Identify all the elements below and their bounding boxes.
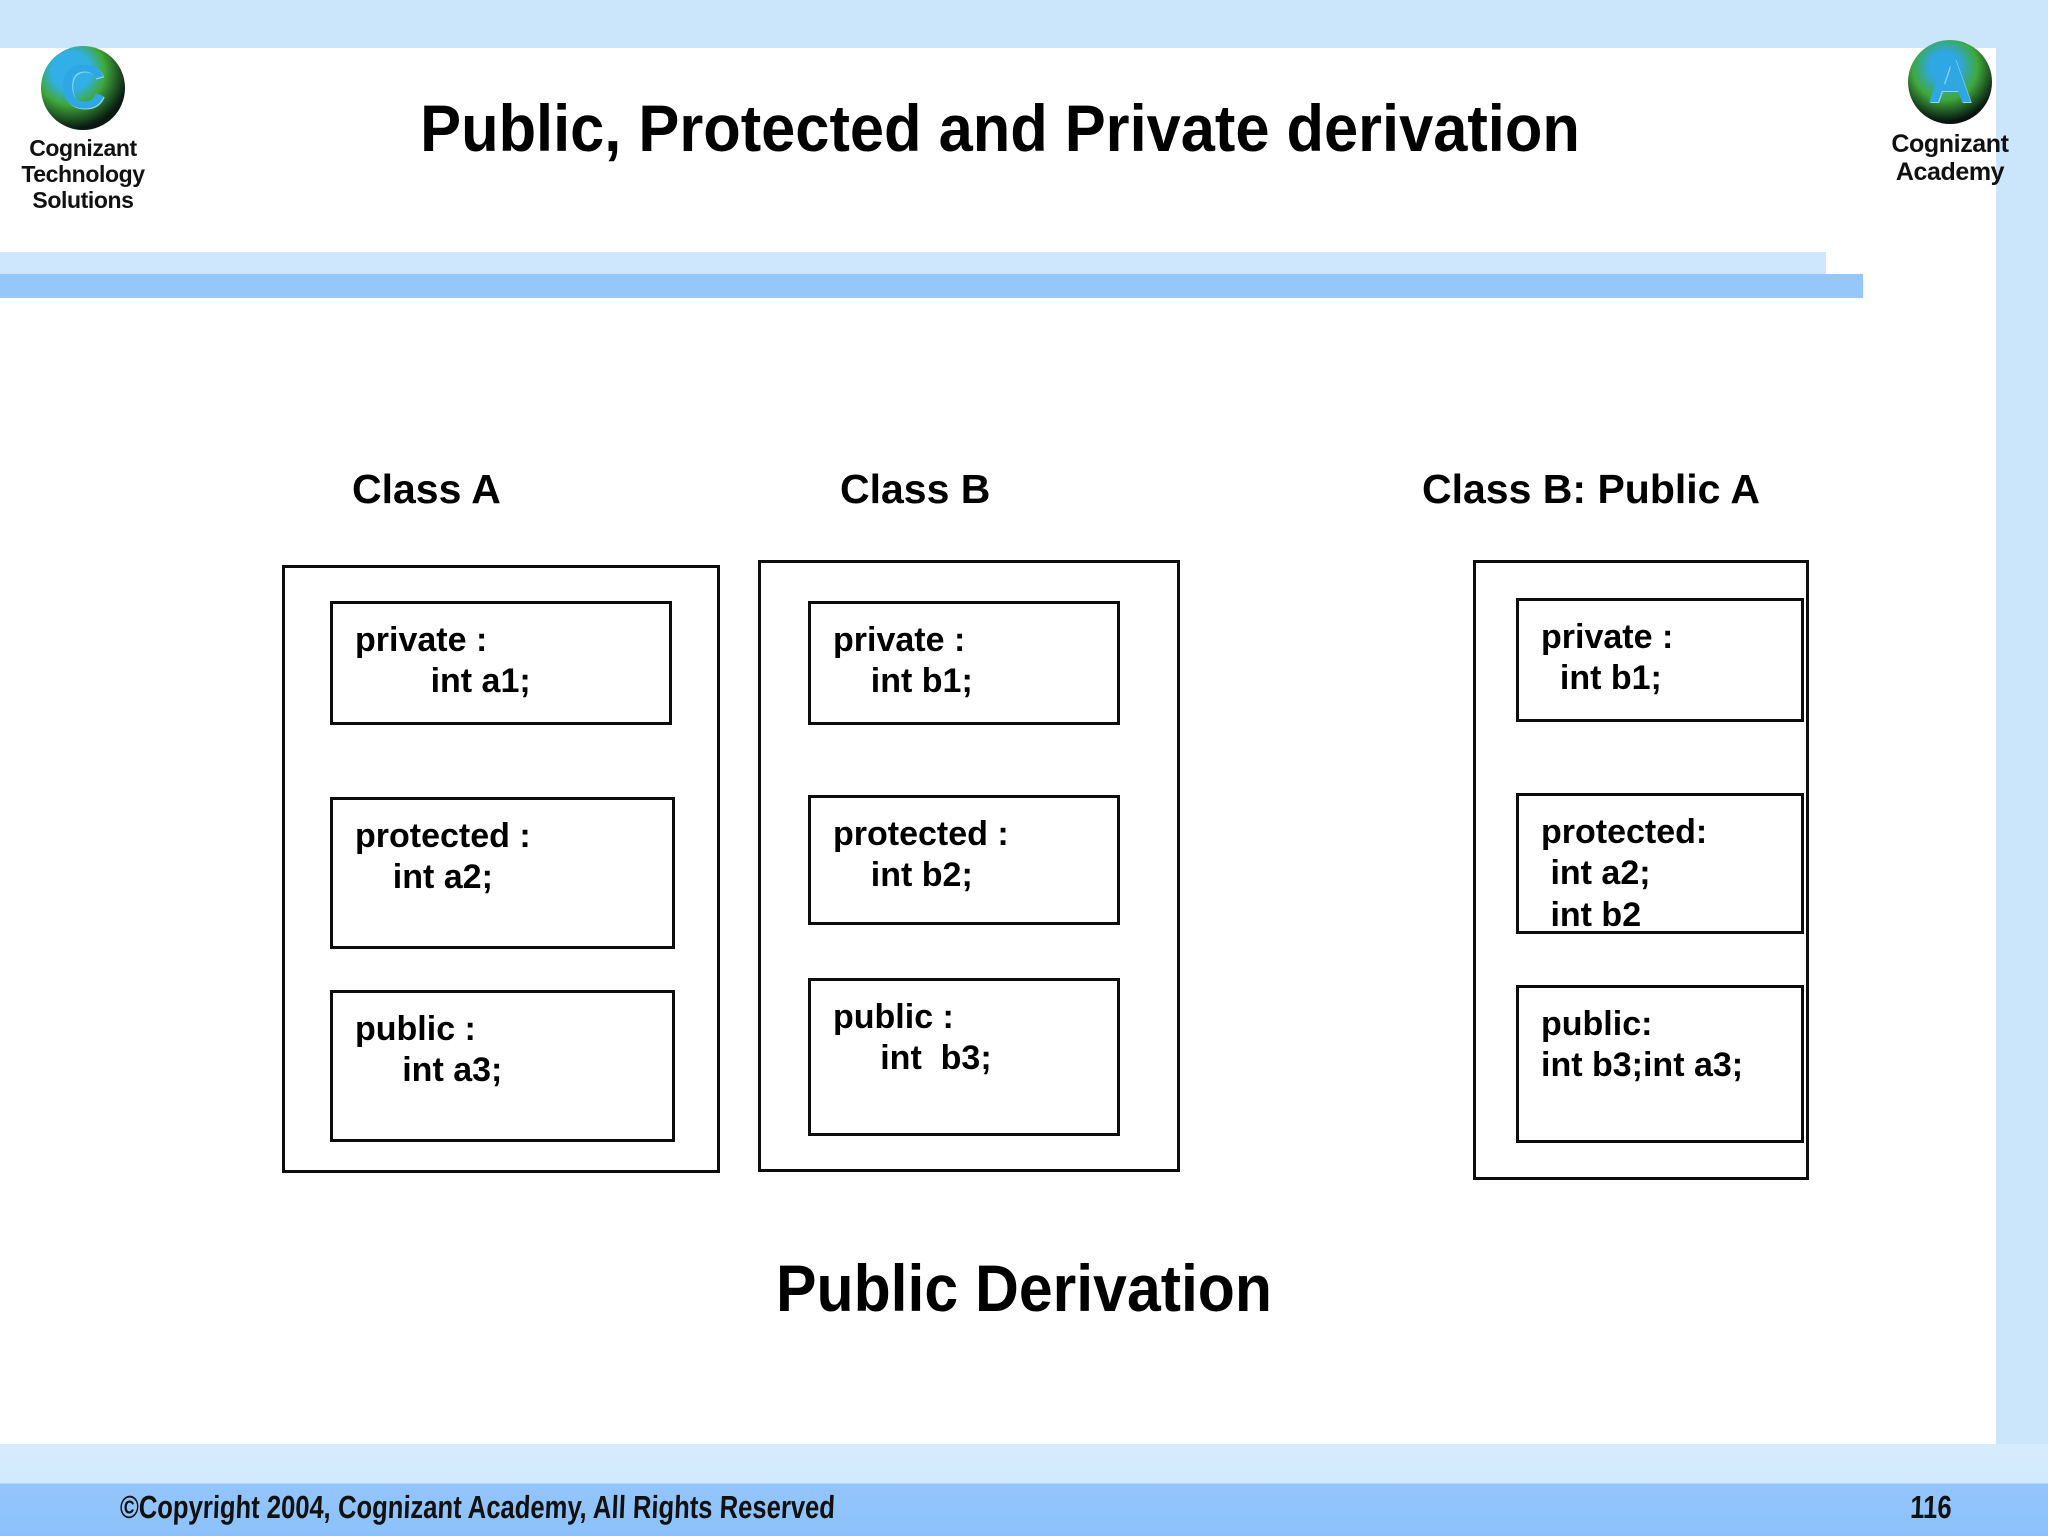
section-box-c-public: public: int b3;int a3; [1516, 985, 1804, 1143]
footer-bar [0, 1444, 2048, 1536]
logo-right-line2: Academy [1895, 158, 2005, 186]
logo-glyph-a: A [1927, 47, 1973, 116]
logo-left-line2: Technology [21, 160, 145, 187]
section-box-b-protected: protected : int b2; [808, 795, 1120, 925]
cognizant-globe-icon: C [41, 46, 125, 130]
column-heading-class-b: Class B [840, 466, 991, 512]
cognizant-academy-logo: A Cognizant Academy [1880, 40, 2020, 240]
diagram-caption: Public Derivation [776, 1251, 1272, 1325]
column-heading-class-b-public-a: Class B: Public A [1422, 466, 1760, 512]
section-box-c-private: private : int b1; [1516, 598, 1804, 722]
top-blue-band [0, 0, 2048, 48]
cognizant-academy-globe-icon: A [1908, 40, 1992, 124]
section-box-a-private: private : int a1; [330, 601, 672, 725]
logo-left-text: Cognizant Technology Solutions [21, 135, 145, 213]
header-rule-dark [0, 274, 1863, 298]
page-title: Public, Protected and Private derivation [420, 91, 1580, 165]
header-rule-light [0, 252, 1826, 274]
cognizant-technology-solutions-logo: C Cognizant Technology Solutions [14, 46, 152, 244]
footer-page-number: 116 [1909, 1489, 1953, 1525]
logo-right-line1: Cognizant [1891, 130, 2009, 158]
footer-copyright: ©Copyright 2004, Cognizant Academy, All … [119, 1489, 836, 1525]
logo-glyph-c: C [60, 53, 106, 122]
right-blue-band [1996, 0, 2048, 1444]
logo-left-line1: Cognizant [29, 135, 137, 161]
section-box-b-public: public : int b3; [808, 978, 1120, 1136]
logo-right-text: Cognizant Academy [1891, 130, 2009, 186]
section-box-c-protected: protected: int a2; int b2 [1516, 793, 1804, 934]
section-box-a-protected: protected : int a2; [330, 797, 675, 949]
section-box-b-private: private : int b1; [808, 601, 1120, 725]
logo-left-line3: Solutions [32, 186, 134, 213]
section-box-a-public: public : int a3; [330, 990, 675, 1142]
column-heading-class-a: Class A [352, 466, 501, 512]
